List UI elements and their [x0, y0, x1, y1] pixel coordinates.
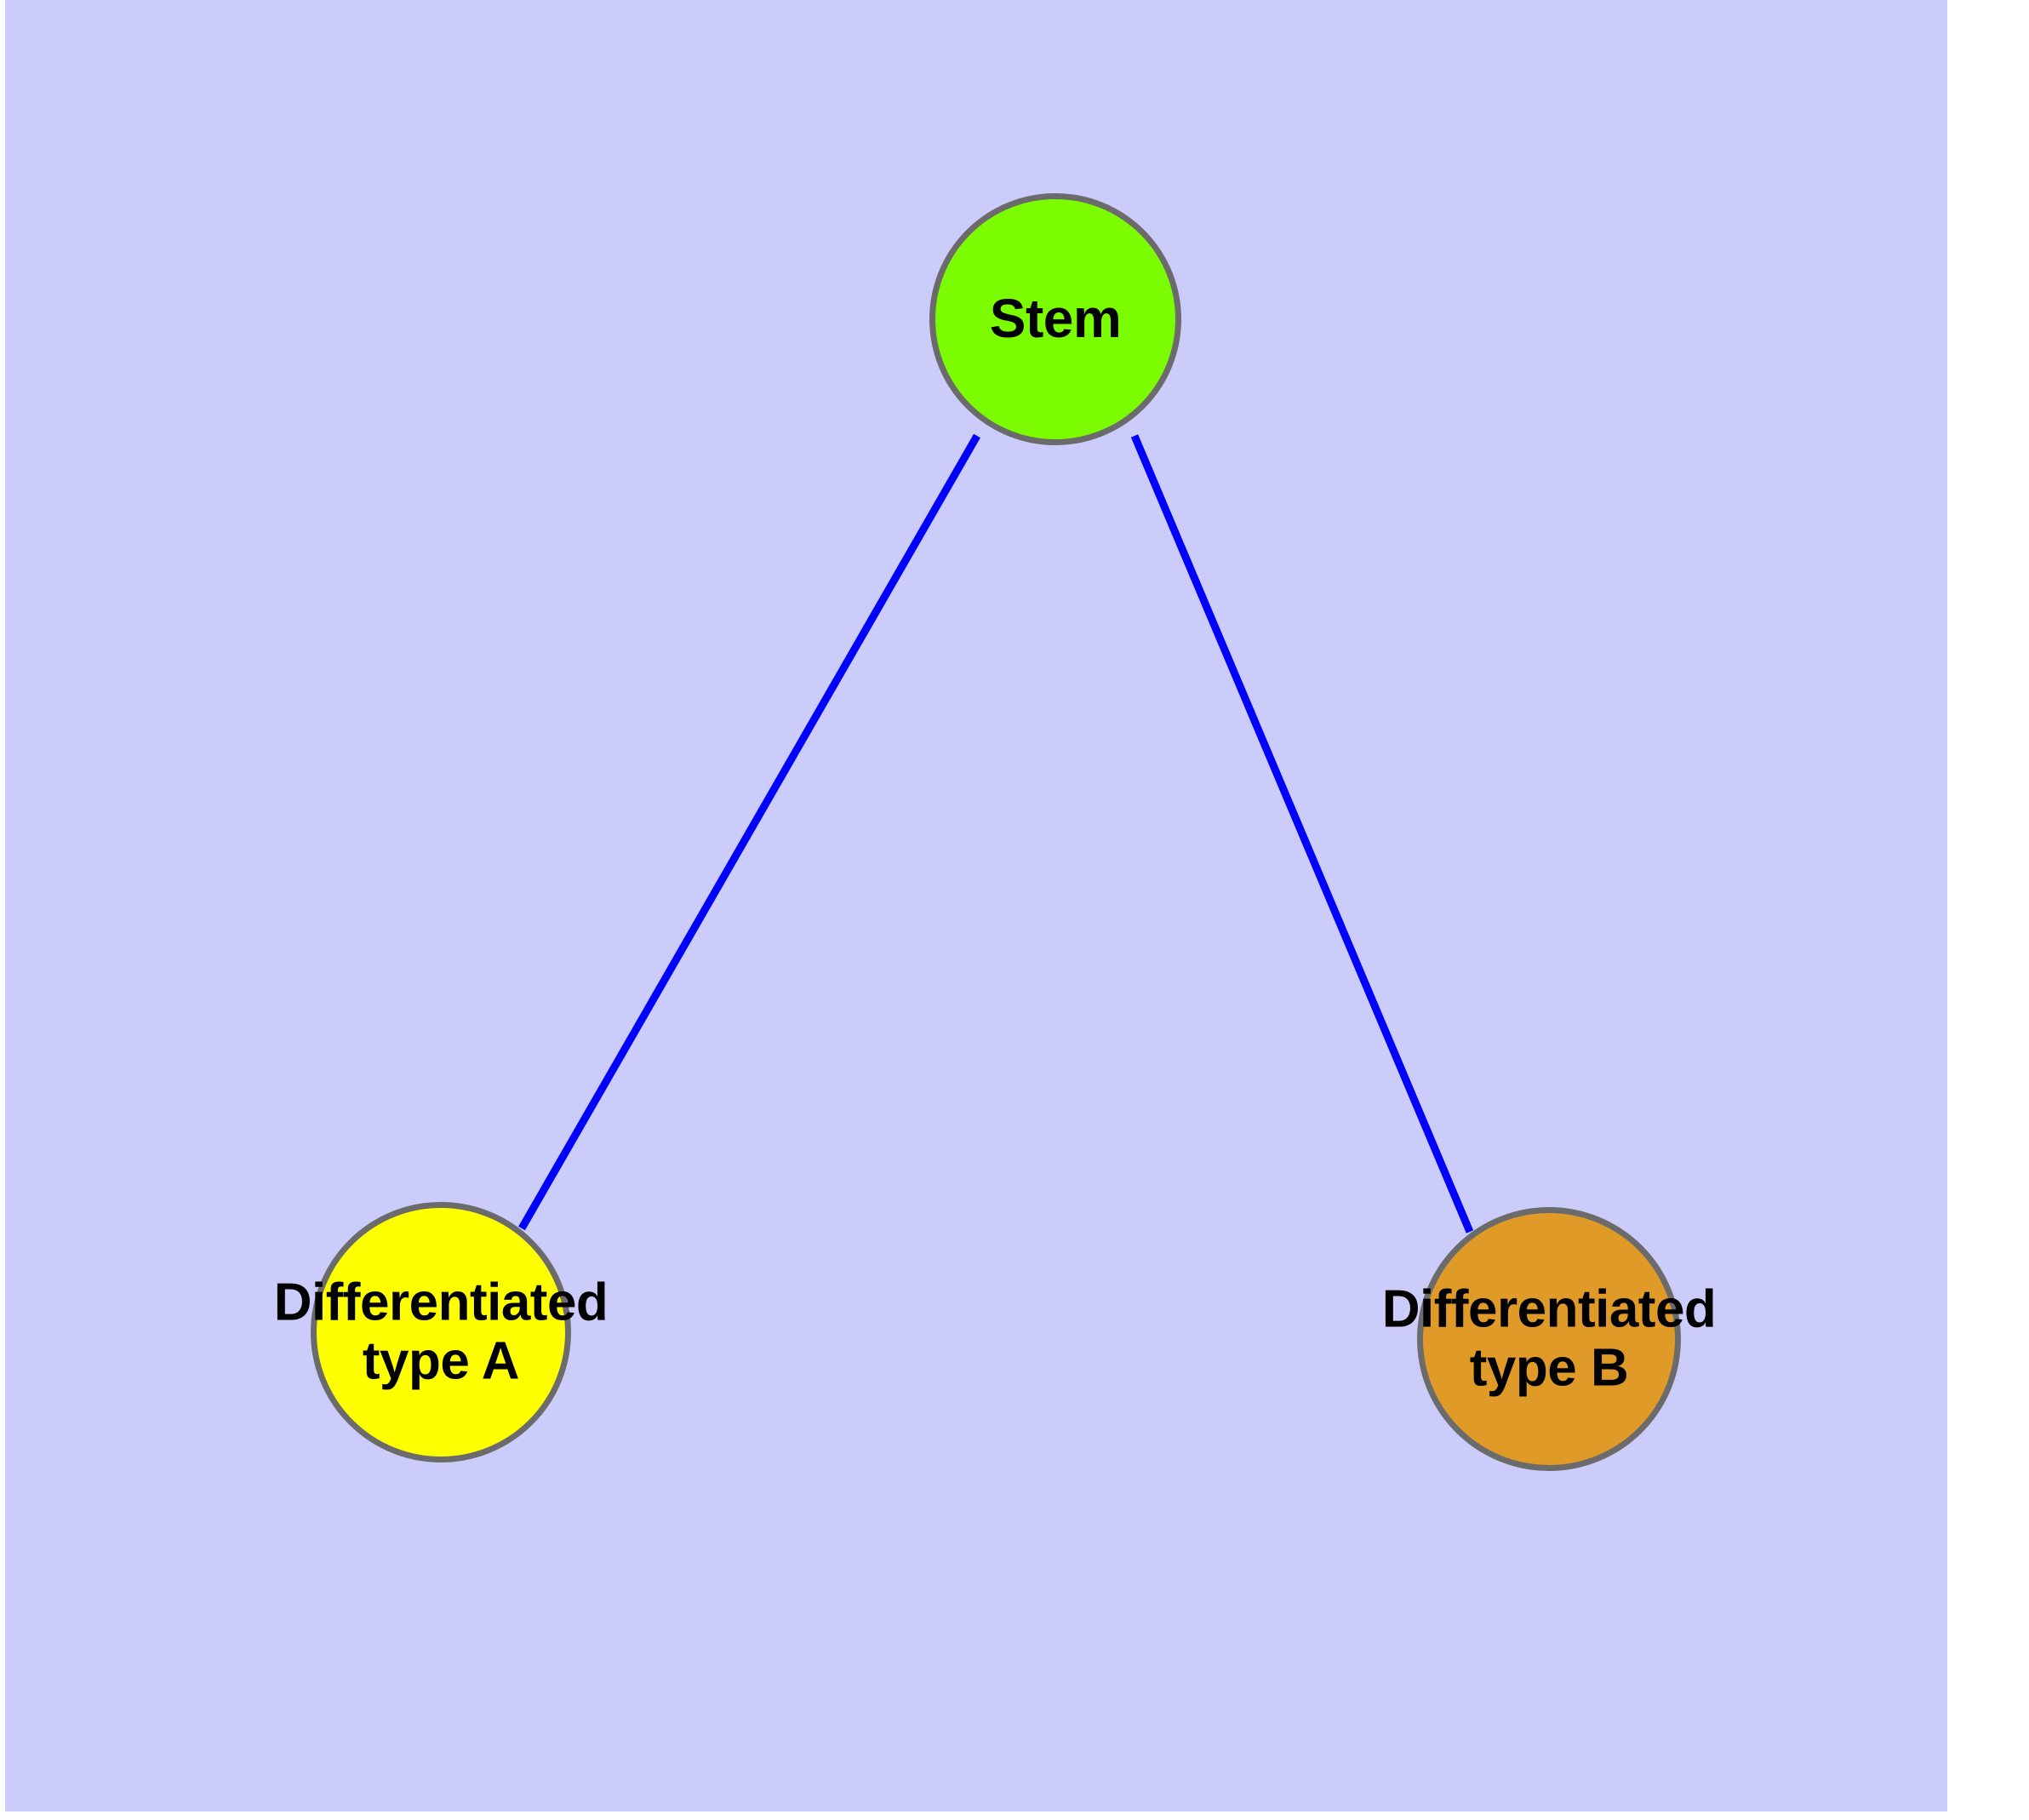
node-differentiated-type-b-label: Differentiated type B — [1381, 1279, 1717, 1398]
node-differentiated-type-b[interactable]: Differentiated type B — [1382, 1207, 1717, 1471]
node-differentiated-type-a-label: Differentiated type A — [273, 1273, 609, 1391]
node-stem[interactable]: Stem — [929, 193, 1181, 445]
node-differentiated-type-a[interactable]: Differentiated type A — [274, 1202, 609, 1462]
node-stem-label: Stem — [989, 288, 1122, 350]
